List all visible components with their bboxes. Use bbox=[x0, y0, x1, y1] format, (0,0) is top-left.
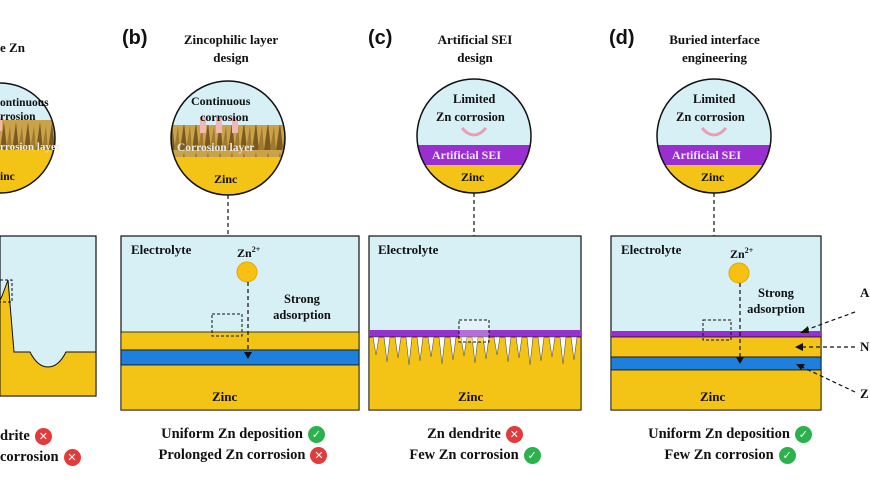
panel-d-zoom-box bbox=[702, 319, 732, 341]
panel-c-electrolyte-label: Electrolyte bbox=[378, 242, 439, 257]
panel-c-result-2: Few Zn corrosion ✓ bbox=[409, 447, 541, 464]
panel-c-circle-layer: Artificial SEI bbox=[432, 148, 501, 162]
panel-d-zn-ion bbox=[728, 262, 750, 284]
panel-b-zoom-box bbox=[211, 313, 243, 337]
panel-a-result-1: drite ✕ bbox=[0, 428, 52, 445]
panel-d-adsorption: Strong adsorption bbox=[747, 286, 805, 316]
panel-b-circle-layer: Corrosion layer bbox=[177, 142, 255, 154]
check-icon: ✓ bbox=[794, 426, 812, 443]
panel-b-label: (b) bbox=[122, 27, 148, 49]
dendrite-spike bbox=[548, 336, 556, 358]
panel-c-zinc-label: Zinc bbox=[458, 389, 484, 404]
dendrite-spike bbox=[383, 336, 391, 363]
panel-c-zoom-box bbox=[458, 319, 490, 343]
panel-b-title: Zincophilic layer design bbox=[183, 32, 279, 65]
dendrite-spike bbox=[515, 336, 523, 359]
panel-c-results: Zn dendrite ✕ Few Zn corrosion ✓ bbox=[400, 426, 550, 464]
panel-d-zinc-label: Zinc bbox=[700, 389, 726, 404]
panel-a bbox=[0, 82, 97, 397]
panel-a-zoom-box bbox=[0, 279, 13, 303]
panel-d-zinc bbox=[610, 369, 822, 411]
panel-b-results: Uniform Zn deposition ✓ Prolonged Zn cor… bbox=[128, 426, 358, 464]
panel-b-circle-zinc: Zinc bbox=[214, 172, 238, 186]
panel-d-side-label-2: N bbox=[860, 339, 870, 354]
panel-b bbox=[120, 80, 360, 411]
panel-d-sei-layer bbox=[611, 331, 821, 337]
panel-a-results: drite ✕ corrosion ✕ bbox=[0, 428, 81, 466]
panel-d-result-2: Few Zn corrosion ✓ bbox=[664, 447, 796, 464]
panel-a-circle-zinc: inc bbox=[0, 171, 15, 183]
panel-b-zincophilic-layer bbox=[120, 331, 360, 351]
cross-icon: ✕ bbox=[63, 449, 81, 466]
panel-a-result-2: corrosion ✕ bbox=[0, 449, 81, 466]
panel-d-circle-top: Limited bbox=[693, 92, 736, 106]
panel-d-ion-label: Zn2+ bbox=[730, 246, 754, 261]
panel-d-circle-layer: Artificial SEI bbox=[672, 148, 741, 162]
dendrite-spike bbox=[504, 336, 512, 363]
panel-d-side-label-3: Z bbox=[860, 386, 869, 401]
panel-b-result-1: Uniform Zn deposition ✓ bbox=[161, 426, 325, 443]
panel-d-blue-layer bbox=[610, 356, 822, 371]
panel-c-circle-zinc: Zinc bbox=[461, 170, 485, 184]
panel-b-zinc-label: Zinc bbox=[212, 389, 238, 404]
panel-c-circle-top: Limited bbox=[453, 92, 496, 106]
dendrite-spike bbox=[427, 336, 435, 358]
panel-b-electrolyte-label: Electrolyte bbox=[131, 242, 192, 257]
panel-c-label: (c) bbox=[368, 27, 393, 49]
cross-icon: ✕ bbox=[310, 447, 328, 464]
panel-c-title: Artificial SEI design bbox=[437, 32, 513, 65]
dendrite-spike bbox=[537, 336, 545, 362]
dendrite-spike bbox=[438, 336, 446, 365]
dendrite-spike bbox=[526, 336, 534, 366]
panel-d-side-label-1: A bbox=[860, 285, 870, 300]
panel-a-circle-top: ontinuous bbox=[0, 97, 49, 109]
dendrite-spike bbox=[394, 336, 402, 359]
panel-d-circle-zinc: Zinc bbox=[701, 170, 725, 184]
panel-c-sei-layer bbox=[369, 330, 581, 337]
panel-b-ion-label: Zn2+ bbox=[237, 245, 261, 260]
check-icon: ✓ bbox=[307, 426, 325, 443]
panel-a-circle-mid: rrosion bbox=[0, 111, 36, 123]
panel-d-title: Buried interface engineering bbox=[669, 32, 760, 65]
panel-b-circle-top: Continuous bbox=[191, 94, 251, 108]
panel-d-label: (d) bbox=[609, 27, 635, 49]
dendrite-spike bbox=[372, 336, 380, 356]
check-icon: ✓ bbox=[778, 447, 796, 464]
panel-b-blue-layer bbox=[120, 349, 360, 366]
panel-b-result-2: Prolonged Zn corrosion ✕ bbox=[159, 447, 328, 464]
panel-d bbox=[610, 78, 856, 411]
cross-icon: ✕ bbox=[34, 428, 52, 445]
panel-b-zn-ion bbox=[236, 261, 258, 283]
panel-c-result-1: Zn dendrite ✕ bbox=[427, 426, 523, 443]
check-icon: ✓ bbox=[523, 447, 541, 464]
dendrite-spike bbox=[471, 336, 479, 364]
panel-d-electrolyte-label: Electrolyte bbox=[621, 242, 682, 257]
panel-b-circle-mid: corrosion bbox=[200, 110, 249, 124]
dendrite-spike bbox=[559, 336, 567, 365]
panel-c-circle-mid: Zn corrosion bbox=[436, 110, 505, 124]
panel-d-circle-mid: Zn corrosion bbox=[676, 110, 745, 124]
dendrite-spike bbox=[570, 336, 578, 361]
panel-a-title: e Zn bbox=[0, 40, 25, 55]
panel-b-zinc bbox=[120, 364, 360, 411]
cross-icon: ✕ bbox=[505, 426, 523, 443]
panel-c-dendrites bbox=[372, 336, 578, 366]
panel-d-results: Uniform Zn deposition ✓ Few Zn corrosion… bbox=[620, 426, 840, 464]
dendrite-spike bbox=[405, 336, 413, 366]
panel-a-circle-layer: rrosion layer bbox=[0, 141, 61, 153]
panel-b-adsorption: Strong adsorption bbox=[273, 292, 331, 322]
dendrite-spike bbox=[449, 336, 457, 361]
panel-d-result-1: Uniform Zn deposition ✓ bbox=[648, 426, 812, 443]
dendrite-spike bbox=[493, 336, 501, 356]
dendrite-spike bbox=[416, 336, 424, 362]
